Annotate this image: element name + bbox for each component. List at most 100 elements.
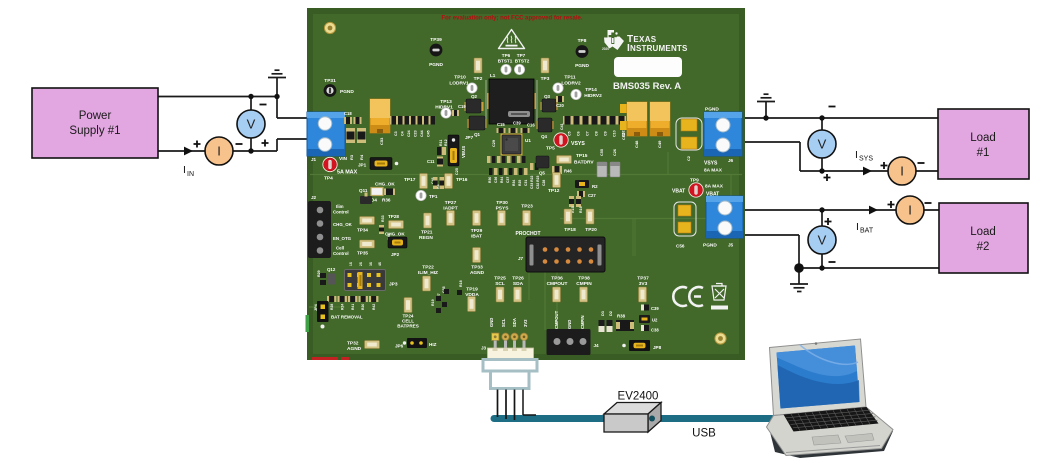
svg-text:R8: R8 — [436, 184, 440, 189]
svg-text:R46: R46 — [564, 169, 572, 174]
svg-text:J3: J3 — [481, 346, 487, 351]
svg-text:TP38: TP38 — [578, 276, 590, 282]
svg-text:I: I — [908, 203, 912, 218]
svg-text:TP8: TP8 — [578, 38, 587, 44]
svg-text:VIN: VIN — [339, 156, 348, 162]
svg-text:TP13: TP13 — [440, 99, 452, 105]
svg-text:BTST2: BTST2 — [515, 59, 530, 64]
svg-text:1S: 1S — [349, 262, 353, 266]
svg-text:TP9: TP9 — [690, 178, 699, 184]
svg-text:TP30: TP30 — [496, 200, 508, 206]
svg-text:R34: R34 — [512, 180, 516, 186]
svg-text:Q5: Q5 — [539, 171, 545, 176]
svg-text:VSYS: VSYS — [704, 161, 718, 167]
svg-text:USB: USB — [692, 428, 716, 440]
svg-text:C49: C49 — [657, 140, 662, 148]
svg-text:C28: C28 — [542, 180, 546, 186]
svg-text:TP37: TP37 — [637, 276, 649, 282]
svg-text:3S: 3S — [369, 262, 373, 266]
svg-text:JP3: JP3 — [389, 282, 398, 288]
svg-text:R42: R42 — [372, 304, 376, 310]
svg-text:J6: J6 — [728, 158, 734, 163]
svg-text:Power: Power — [79, 110, 112, 122]
svg-text:#1: #1 — [977, 147, 990, 159]
svg-text:C55: C55 — [600, 149, 604, 156]
svg-text:U2: U2 — [652, 318, 658, 323]
svg-text:3V3: 3V3 — [523, 319, 528, 327]
svg-text:R41: R41 — [351, 304, 355, 310]
svg-text:VBAT: VBAT — [706, 192, 719, 198]
svg-text:TP14: TP14 — [585, 87, 597, 93]
svg-text:C8: C8 — [595, 131, 599, 136]
svg-text:VBUS: VBUS — [461, 146, 466, 158]
svg-text:TP31: TP31 — [324, 78, 336, 84]
svg-text:R15: R15 — [571, 206, 575, 213]
svg-text:I: I — [183, 164, 186, 176]
svg-text:TP15: TP15 — [576, 153, 588, 159]
svg-text:J5: J5 — [728, 243, 734, 248]
svg-text:TP39: TP39 — [430, 37, 442, 43]
svg-text:SCL: SCL — [501, 318, 506, 327]
svg-text:C15: C15 — [497, 122, 505, 127]
svg-text:C2: C2 — [687, 156, 691, 161]
svg-text:JP6: JP6 — [395, 344, 404, 349]
svg-text:R4: R4 — [359, 154, 364, 160]
svg-text:R44: R44 — [500, 177, 504, 183]
svg-text:Supply #1: Supply #1 — [69, 125, 120, 137]
svg-text:TP34: TP34 — [357, 228, 368, 233]
svg-text:HIDRV1: HIDRV1 — [435, 105, 453, 111]
svg-text:C16: C16 — [527, 123, 535, 128]
svg-text:EV2400: EV2400 — [618, 391, 659, 403]
svg-text:PGND: PGND — [575, 63, 589, 69]
svg-text:8A MAX: 8A MAX — [705, 184, 724, 190]
svg-text:TP33: TP33 — [471, 265, 483, 271]
svg-text:TP16: TP16 — [456, 177, 468, 183]
svg-text:2S: 2S — [359, 262, 363, 266]
svg-text:R12: R12 — [444, 139, 448, 146]
svg-text:Q2: Q2 — [471, 94, 477, 99]
svg-text:D3: D3 — [601, 311, 605, 316]
svg-text:SYS: SYS — [859, 156, 873, 163]
svg-text:C20: C20 — [556, 103, 564, 108]
svg-text:INSTRUMENTS: INSTRUMENTS — [627, 43, 688, 54]
svg-text:D4: D4 — [371, 198, 377, 203]
svg-text:TP10: TP10 — [454, 75, 466, 81]
svg-text:R24: R24 — [341, 304, 345, 310]
svg-text:TP7: TP7 — [517, 53, 526, 58]
svg-text:Cell: Cell — [336, 246, 344, 251]
svg-text:BATDRV: BATDRV — [574, 160, 594, 166]
svg-text:TP19: TP19 — [466, 287, 478, 293]
svg-text:Control: Control — [333, 251, 349, 256]
svg-text:REGN: REGN — [419, 235, 433, 241]
svg-text:C32 R23: C32 R23 — [536, 176, 540, 189]
svg-text:C10: C10 — [613, 130, 617, 137]
svg-text:C39: C39 — [513, 121, 521, 126]
svg-text:V: V — [818, 137, 827, 152]
svg-text:SDA: SDA — [513, 281, 524, 287]
svg-text:Load: Load — [970, 226, 996, 238]
svg-text:J1: J1 — [311, 157, 317, 162]
svg-text:TP2: TP2 — [474, 76, 483, 82]
svg-text:8A MAX: 8A MAX — [704, 168, 723, 174]
svg-text:R18: R18 — [459, 280, 463, 287]
svg-text:AGND: AGND — [470, 270, 485, 276]
svg-text:HIDRV2: HIDRV2 — [584, 93, 602, 99]
svg-text:R33: R33 — [381, 215, 385, 222]
svg-text:3V3: 3V3 — [639, 281, 648, 287]
svg-text:I: I — [900, 164, 904, 179]
svg-text:VBAT: VBAT — [672, 189, 685, 195]
svg-text:TP25: TP25 — [494, 276, 506, 282]
svg-text:5A MAX: 5A MAX — [337, 170, 358, 176]
svg-text:TEXAS: TEXAS — [627, 34, 657, 45]
svg-text:R20: R20 — [361, 304, 365, 310]
svg-text:C23: C23 — [414, 130, 418, 137]
svg-text:BATPRES: BATPRES — [397, 324, 419, 329]
svg-text:C4: C4 — [401, 131, 405, 136]
svg-text:C3: C3 — [394, 131, 398, 136]
svg-text:C5: C5 — [568, 131, 572, 136]
svg-text:I: I — [855, 149, 858, 161]
svg-text:PGND: PGND — [705, 107, 719, 113]
svg-text:JP1: JP1 — [358, 163, 367, 168]
svg-text:C26: C26 — [613, 149, 617, 156]
svg-text:IBAT: IBAT — [471, 234, 482, 240]
